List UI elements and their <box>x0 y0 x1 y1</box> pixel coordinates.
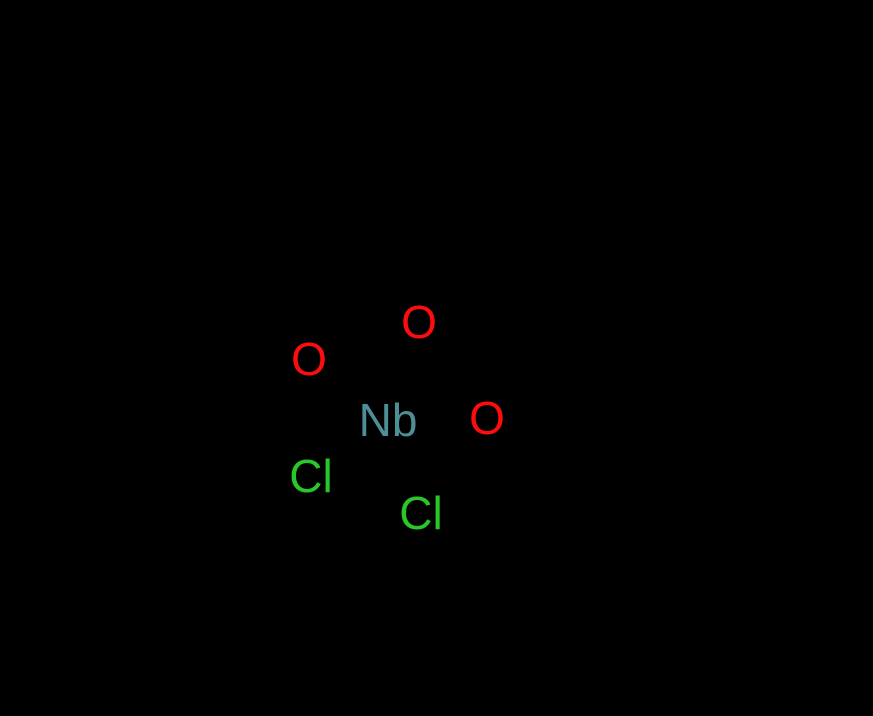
atom-label-oxygen-left: O <box>291 333 327 385</box>
atom-label-oxygen-top: O <box>401 296 437 348</box>
atom-label-oxygen-right: O <box>469 392 505 444</box>
atom-label-niobium-center: Nb <box>358 394 418 446</box>
atom-label-chlorine-bottom: Cl <box>399 487 443 539</box>
atom-label-chlorine-left: Cl <box>289 450 333 502</box>
